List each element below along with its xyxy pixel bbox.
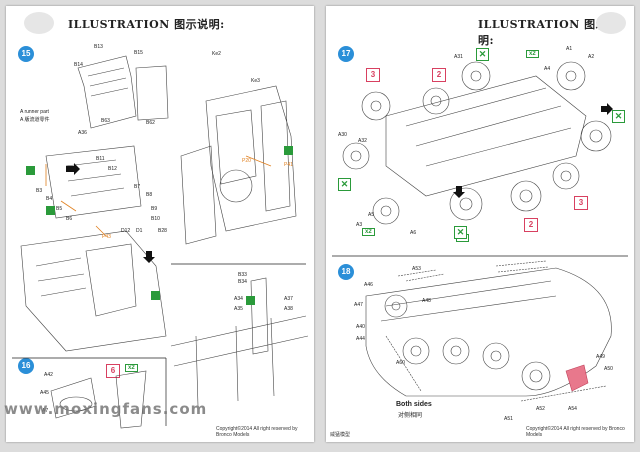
label-A2: A2 [588,54,595,60]
label-B3: B3 [36,188,43,194]
label-B33: B33 [238,272,247,278]
label-P20: P20 [242,158,251,164]
label-B11: B11 [96,156,105,162]
left-page: ILLUSTRATION 图示说明: 15 16 A runner part A… [6,6,314,442]
label-A42: A42 [44,372,53,378]
label-B34: B34 [238,279,247,285]
label-A47: A47 [354,302,363,308]
label-A53: A53 [412,266,421,272]
label-B62: B62 [146,120,155,126]
label-A44: A44 [356,336,365,342]
no-glue-icon: ✕ [338,178,351,191]
label-A38: A38 [284,306,293,312]
label-A32: A32 [358,138,367,144]
no-glue-icon: ✕ [454,226,467,239]
count-box-1: 3 [366,68,380,82]
label-A60: A60 [396,360,405,366]
label-A45: A45 [40,390,49,396]
step-17-18-drawing [332,61,628,402]
label-A34: A34 [234,296,243,302]
label-A31: A31 [454,54,463,60]
right-header: ILLUSTRATION 图示说明: [478,18,619,47]
right-page: ILLUSTRATION 图示说明: 17 18 3 2 2 3 x2 x2 x… [326,6,634,442]
label-B5: B5 [56,206,63,212]
label-B28: B28 [158,228,167,234]
label-A49: A49 [596,354,605,360]
label-A4: A4 [544,66,551,72]
label-B14: B14 [74,62,83,68]
step-18-badge: 18 [338,264,354,280]
step-15-badge: 15 [18,46,34,62]
label-A51: A51 [504,416,513,422]
label-A40: A40 [356,324,365,330]
label-A37: A37 [284,296,293,302]
label-D12: D12 [121,228,131,234]
count-box-2: 2 [432,68,446,82]
label-A6: A6 [410,230,417,236]
count-box: 6 [106,364,120,378]
header-badge-right [596,12,626,34]
runner-note-cn: A 版流道零件 [20,117,50,123]
label-B63: B63 [101,118,110,124]
watermark: www.moxingfans.com [4,400,208,418]
label-B4: B4 [46,196,53,202]
step-17-badge: 17 [338,46,354,62]
count-mult: x2 [125,364,138,372]
label-A52: A52 [536,406,545,412]
label-Ke3: Ke3 [251,78,260,84]
label-B6: B6 [66,216,73,222]
label-P43: P43 [102,234,111,240]
center-footer: 威猛模型 [330,432,351,438]
count-box-3: 2 [524,218,538,232]
left-header: ILLUSTRATION 图示说明: [68,18,225,31]
label-B8: B8 [146,192,153,198]
both-sides-cn: 对侧相同 [398,413,423,419]
label-Ke2: Ke2 [212,51,221,57]
label-A3: A3 [356,222,363,228]
label-B15: B15 [134,50,143,56]
both-sides-en: Both sides [396,401,432,408]
no-glue-icon: ✕ [476,48,489,61]
label-A36: A36 [78,130,87,136]
label-B7: B7 [134,184,141,190]
step-15-assembly-drawing [12,55,309,429]
label-A7: A7 [42,408,49,414]
mult-2: x2 [362,228,375,236]
runner-note-en: A runner part [20,109,49,115]
label-A30: A30 [338,132,347,138]
label-A46: A46 [364,282,373,288]
right-footer: Copyright©2014 All right reserved by Bro… [526,426,625,438]
label-D1: D1 [136,228,143,234]
label-B10: B10 [151,216,160,222]
no-glue-icon: ✕ [612,110,625,123]
header-badge [24,12,54,34]
left-footer: Copyright©2014 All right reserved by Bro… [216,426,298,438]
step-16-badge: 16 [18,358,34,374]
label-A5: A5 [368,212,375,218]
count-box-4: 3 [574,196,588,210]
label-B13: B13 [94,44,103,50]
label-B12: B12 [108,166,117,172]
label-P41: P41 [284,162,293,168]
label-A35: A35 [234,306,243,312]
label-A48: A48 [422,298,431,304]
mult-1: x2 [526,50,539,58]
label-A50: A50 [604,366,613,372]
label-B9: B9 [151,206,158,212]
label-A54: A54 [568,406,577,412]
label-A1: A1 [566,46,573,52]
